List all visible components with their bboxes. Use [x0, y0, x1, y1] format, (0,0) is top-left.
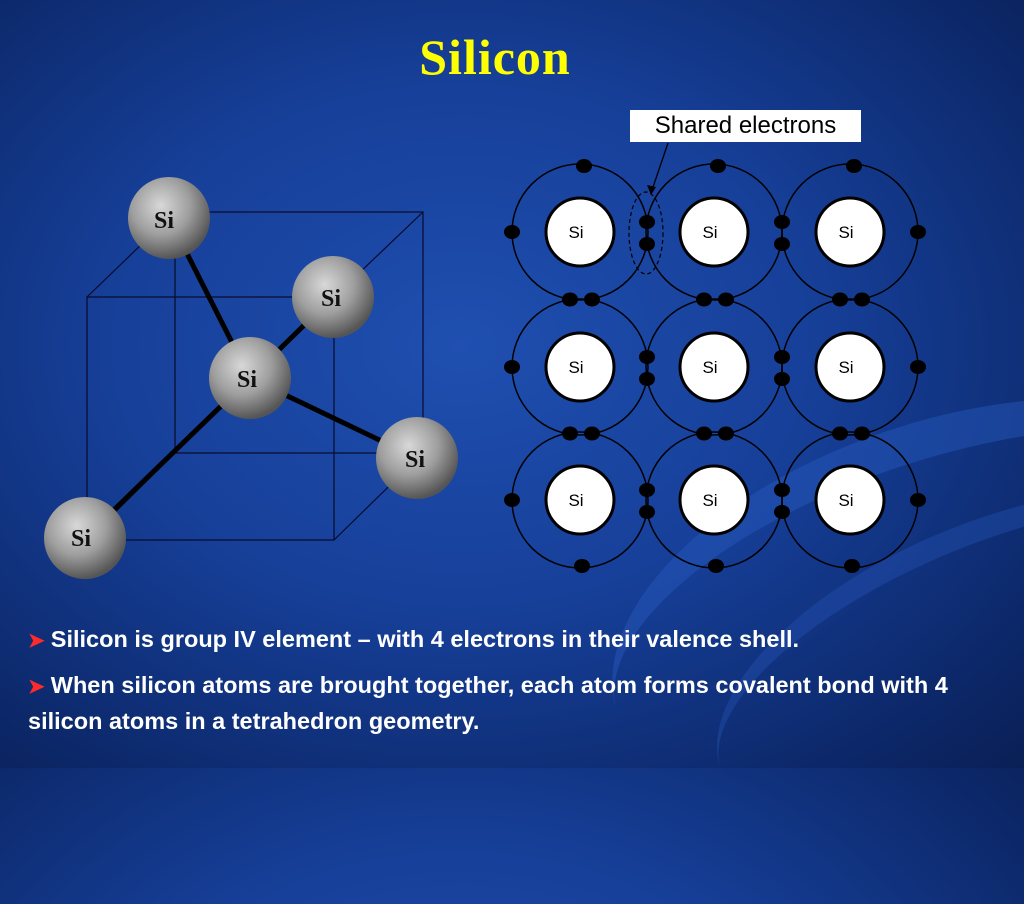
electron-dot — [774, 237, 790, 251]
si-atom-core — [544, 196, 616, 268]
electron-dot — [562, 292, 578, 307]
si-atom-core — [814, 464, 886, 536]
electron-dot — [832, 292, 848, 307]
electron-dot — [910, 493, 926, 507]
si-atom-core — [678, 331, 750, 403]
electron-dot — [774, 505, 790, 519]
electron-dot — [774, 483, 790, 497]
bullet-list: ➤Silicon is group IV element – with 4 el… — [28, 622, 1003, 748]
shared-electrons-label: Shared electrons — [630, 110, 861, 142]
si-atom-label: Si — [568, 223, 583, 242]
bullet-text: Silicon is group IV element – with 4 ele… — [50, 626, 800, 652]
si-atom-core — [814, 196, 886, 268]
si-atom-core — [544, 464, 616, 536]
si-atom-label: Si — [568, 358, 583, 377]
si-atom-core — [678, 464, 750, 536]
electron-dot — [696, 426, 712, 441]
si-atom-label: Si — [838, 358, 853, 377]
si-atom-label: Si — [702, 491, 717, 510]
electron-dot — [639, 372, 655, 386]
electron-dot — [639, 237, 655, 251]
electron-dot — [639, 215, 655, 229]
electron-dot — [639, 483, 655, 497]
electron-dot — [718, 426, 734, 441]
si-atom-core — [814, 331, 886, 403]
si-atom-upper-right: Si — [292, 256, 374, 338]
electron-dot — [718, 292, 734, 307]
si-atom-right: Si — [376, 417, 458, 499]
electron-dot — [910, 225, 926, 239]
si-atom-label: Si — [702, 223, 717, 242]
arrow-bullet-icon: ➤ — [28, 676, 45, 698]
si-atom-core — [678, 196, 750, 268]
electron-dot — [584, 426, 600, 441]
electron-dot — [562, 426, 578, 441]
electron-dot — [854, 426, 870, 441]
electron-dot — [639, 350, 655, 364]
electron-dot — [774, 215, 790, 229]
electron-dot — [576, 159, 592, 173]
electron-dot — [910, 360, 926, 374]
si-atom-label: Si — [405, 447, 425, 473]
slide-title: Silicon — [419, 29, 571, 85]
electron-dot — [639, 505, 655, 519]
tetrahedron-diagram: Si Si Si Si Si — [44, 177, 458, 579]
si-atom-bottom-left: Si — [44, 497, 126, 579]
electron-dot — [854, 292, 870, 307]
si-atom-label: Si — [237, 367, 257, 393]
si-atom-label: Si — [321, 286, 341, 312]
si-atom-label: Si — [568, 491, 583, 510]
si-atom-core — [544, 331, 616, 403]
si-atom-label: Si — [71, 526, 91, 552]
electron-dot — [774, 372, 790, 386]
electron-dot — [710, 159, 726, 173]
electron-dot — [832, 426, 848, 441]
bullet-item: ➤When silicon atoms are brought together… — [28, 668, 1003, 738]
si-atom-label: Si — [838, 491, 853, 510]
electron-dot — [504, 493, 520, 507]
bullet-item: ➤Silicon is group IV element – with 4 el… — [28, 622, 1003, 658]
electron-dot — [844, 559, 860, 573]
si-atom-label: Si — [154, 208, 174, 234]
electron-dot — [574, 559, 590, 573]
electron-dot — [584, 292, 600, 307]
electron-dot — [774, 350, 790, 364]
si-atom-top: Si — [128, 177, 210, 259]
electron-dot — [504, 360, 520, 374]
si-atom-label: Si — [838, 223, 853, 242]
si-atom-center: Si — [209, 337, 291, 419]
bullet-text: When silicon atoms are brought together,… — [28, 672, 948, 734]
si-atom-label: Si — [702, 358, 717, 377]
arrow-bullet-icon: ➤ — [28, 630, 45, 652]
electron-dot — [696, 292, 712, 307]
electron-dot — [708, 559, 724, 573]
electron-dot — [846, 159, 862, 173]
electron-dot — [504, 225, 520, 239]
shared-electrons-pointer — [628, 142, 669, 275]
